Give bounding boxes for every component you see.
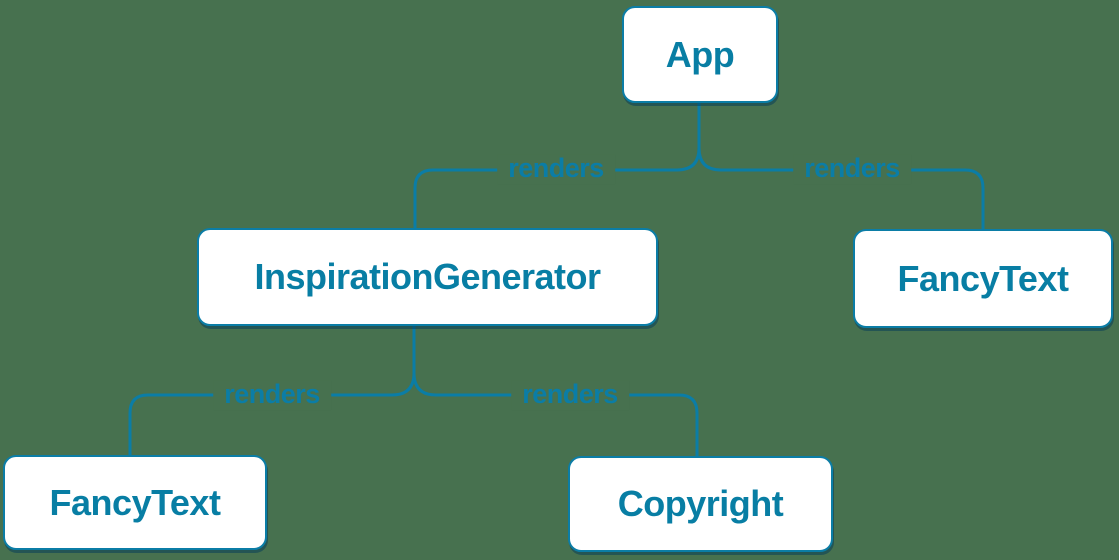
node-fancy-text-top: FancyText bbox=[853, 229, 1113, 328]
edge-label-renders: renders bbox=[511, 379, 629, 410]
node-app: App bbox=[622, 6, 778, 103]
node-app-label: App bbox=[665, 33, 735, 75]
edge-label-renders: renders bbox=[497, 153, 615, 184]
node-inspiration-generator-label: InspirationGenerator bbox=[254, 256, 601, 297]
node-fancy-text-bottom-label: FancyText bbox=[49, 481, 221, 523]
node-fancy-text-top-label: FancyText bbox=[897, 257, 1069, 299]
edge-label-renders: renders bbox=[213, 379, 331, 410]
node-copyright: Copyright bbox=[568, 456, 833, 552]
node-inspiration-generator: InspirationGenerator bbox=[197, 228, 658, 326]
node-copyright-label: Copyright bbox=[617, 483, 784, 524]
node-fancy-text-bottom: FancyText bbox=[3, 455, 267, 550]
edge-label-renders: renders bbox=[793, 153, 911, 184]
